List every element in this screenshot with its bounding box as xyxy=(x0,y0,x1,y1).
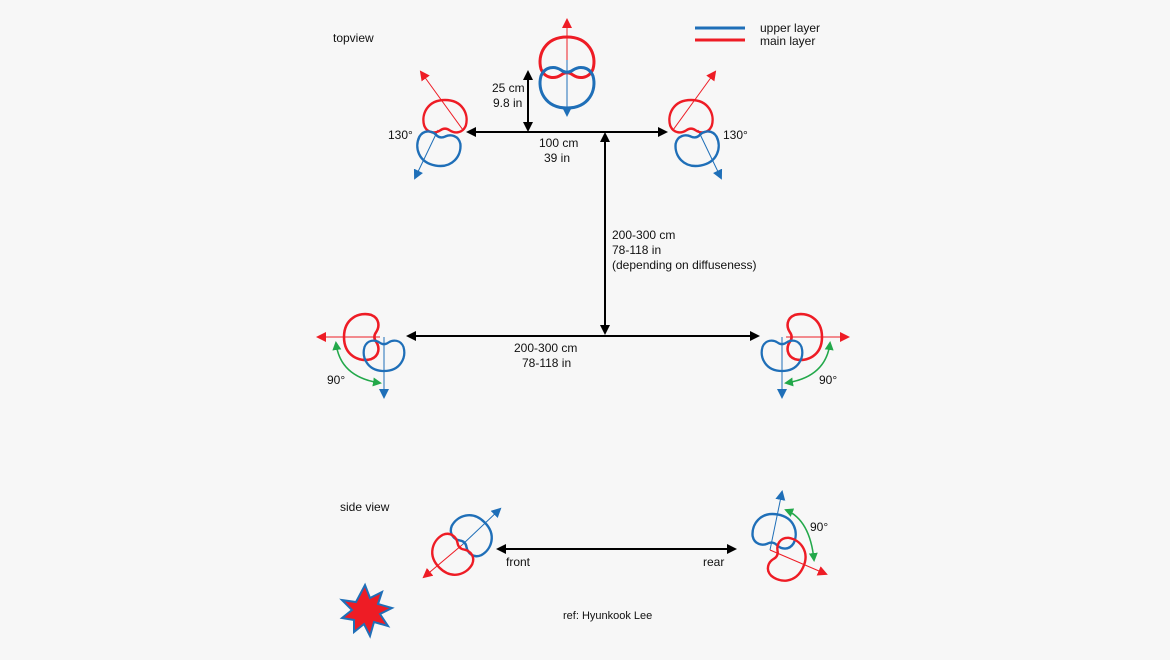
mic-front-right xyxy=(668,70,724,180)
mic-front-center xyxy=(538,18,596,117)
front-label: front xyxy=(506,555,531,569)
mic-side-rear xyxy=(749,490,828,589)
depth-in: 78-118 in xyxy=(612,243,661,257)
mic-rear-left xyxy=(316,312,406,399)
sound-source-burst-icon xyxy=(339,582,395,639)
front-width-cm: 100 cm xyxy=(539,136,578,150)
rear-label: rear xyxy=(703,555,724,569)
rear-width-cm: 200-300 cm xyxy=(514,341,577,355)
depth-cm: 200-300 cm xyxy=(612,228,675,242)
rear-width-in: 78-118 in xyxy=(522,356,571,370)
rear-left-angle: 90° xyxy=(327,373,345,387)
front-spacing-in: 9.8 in xyxy=(493,96,522,110)
side-rear-angle: 90° xyxy=(810,520,828,534)
front-right-angle: 130° xyxy=(723,128,748,142)
front-spacing-cm: 25 cm xyxy=(492,81,525,95)
legend-main-label: main layer xyxy=(760,34,815,48)
mic-front-left xyxy=(412,70,468,180)
topview-title: topview xyxy=(333,31,374,45)
front-left-angle: 130° xyxy=(388,128,413,142)
reference-credit: ref: Hyunkook Lee xyxy=(563,610,652,622)
front-width-in: 39 in xyxy=(544,151,570,165)
mic-side-front xyxy=(422,505,502,585)
rear-right-angle: 90° xyxy=(819,373,837,387)
legend-upper-label: upper layer xyxy=(760,21,820,35)
sideview-title: side view xyxy=(340,500,390,514)
depth-note: (depending on diffuseness) xyxy=(612,258,757,272)
mic-rear-right xyxy=(760,312,850,399)
